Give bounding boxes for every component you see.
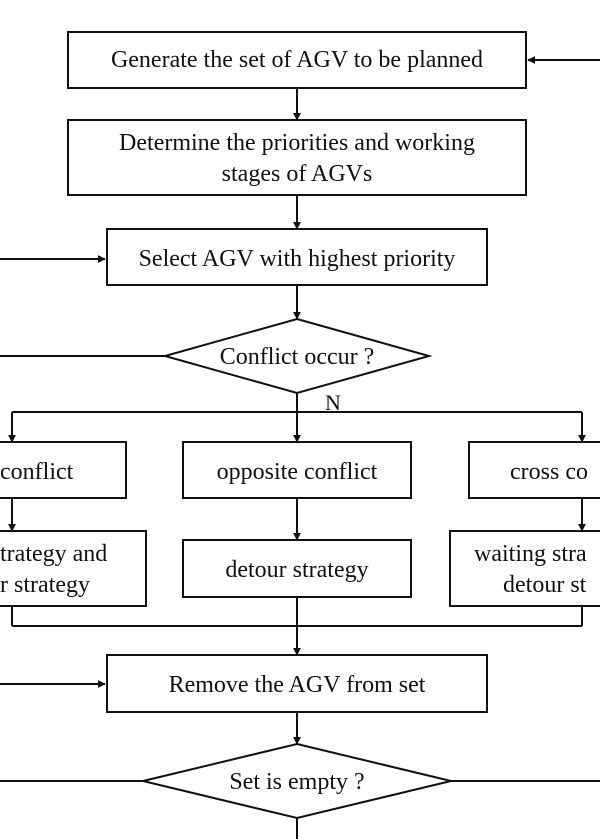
left-conflict-label: conflict [0,459,74,485]
priorities-label-line2: stages of AGVs [222,161,373,187]
right-strategy-box [449,530,600,607]
left-strategy-label-line2: r strategy [0,572,90,598]
left-strategy-box [0,530,147,607]
cross-conflict-box [468,441,600,499]
remove-label: Remove the AGV from set [169,672,426,698]
select-label: Select AGV with highest priority [139,246,456,272]
generate-box [67,31,527,89]
right-strategy-label-line2: detour st [503,572,587,598]
generate-label: Generate the set of AGV to be planned [111,47,483,73]
edge-label-no: N [325,390,341,415]
priorities-label-line1: Determine the priorities and working [119,130,475,156]
priorities-box [67,119,527,196]
opposite-conflict-label: opposite conflict [217,459,378,485]
remove-box [106,654,488,713]
select-box [106,228,488,286]
left-strategy-label-line1: trategy and [0,541,107,567]
left-conflict-box [0,441,127,499]
empty-decision-label: Set is empty ? [229,769,364,795]
detour-strategy-label: detour strategy [225,557,368,583]
detour-strategy-box [182,539,412,598]
cross-conflict-label: cross co [510,459,588,485]
right-strategy-label-line1: waiting stra [474,541,587,567]
conflict-decision-label: Conflict occur ? [220,344,375,370]
